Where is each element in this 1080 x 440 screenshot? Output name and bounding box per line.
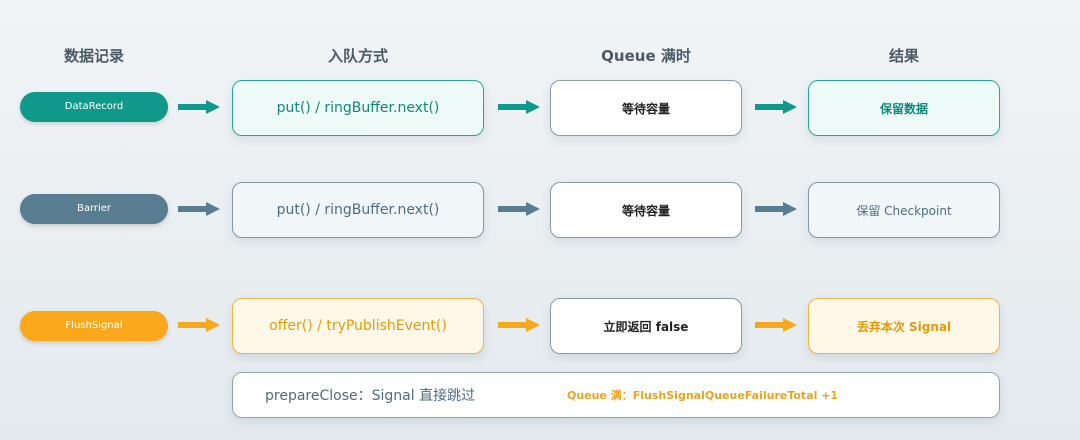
method-box-barrier: put() / ringBuffer.next() [232, 182, 484, 238]
note-prepare-close: prepareClose：Signal 直接跳过 [265, 388, 476, 404]
arrow-icon [755, 318, 797, 332]
method-box-flushsignal: offer() / tryPublishEvent() [232, 298, 484, 354]
arrow-icon [498, 100, 540, 114]
result-box-datarecord: 保留数据 [808, 80, 1000, 136]
note-box: prepareClose：Signal 直接跳过 Queue 满：FlushSi… [232, 372, 1000, 418]
header-data-record: 数据记录 [63, 47, 124, 65]
note-queue-full-metric: Queue 满：FlushSignalQueueFailureTotal +1 [567, 389, 839, 402]
arrow-icon [178, 318, 220, 332]
queue-full-box-datarecord: 等待容量 [550, 80, 742, 136]
queue-full-box-barrier: 等待容量 [550, 182, 742, 238]
result-box-barrier: 保留 Checkpoint [808, 182, 1000, 238]
header-result: 结果 [888, 47, 919, 65]
record-pill-flushsignal: FlushSignal [20, 311, 168, 341]
queue-full-box-flushsignal: 立即返回 false [550, 298, 742, 354]
result-box-flushsignal: 丢弃本次 Signal [808, 298, 1000, 354]
arrow-icon [498, 202, 540, 216]
record-pill-barrier: Barrier [20, 194, 168, 224]
arrow-icon [178, 202, 220, 216]
arrow-icon [755, 100, 797, 114]
arrow-icon [755, 202, 797, 216]
header-queue-full: Queue 满时 [601, 47, 691, 65]
arrow-icon [498, 318, 540, 332]
header-enqueue-method: 入队方式 [327, 47, 388, 65]
arrow-icon [178, 100, 220, 114]
record-pill-datarecord: DataRecord [20, 92, 168, 122]
method-box-datarecord: put() / ringBuffer.next() [232, 80, 484, 136]
